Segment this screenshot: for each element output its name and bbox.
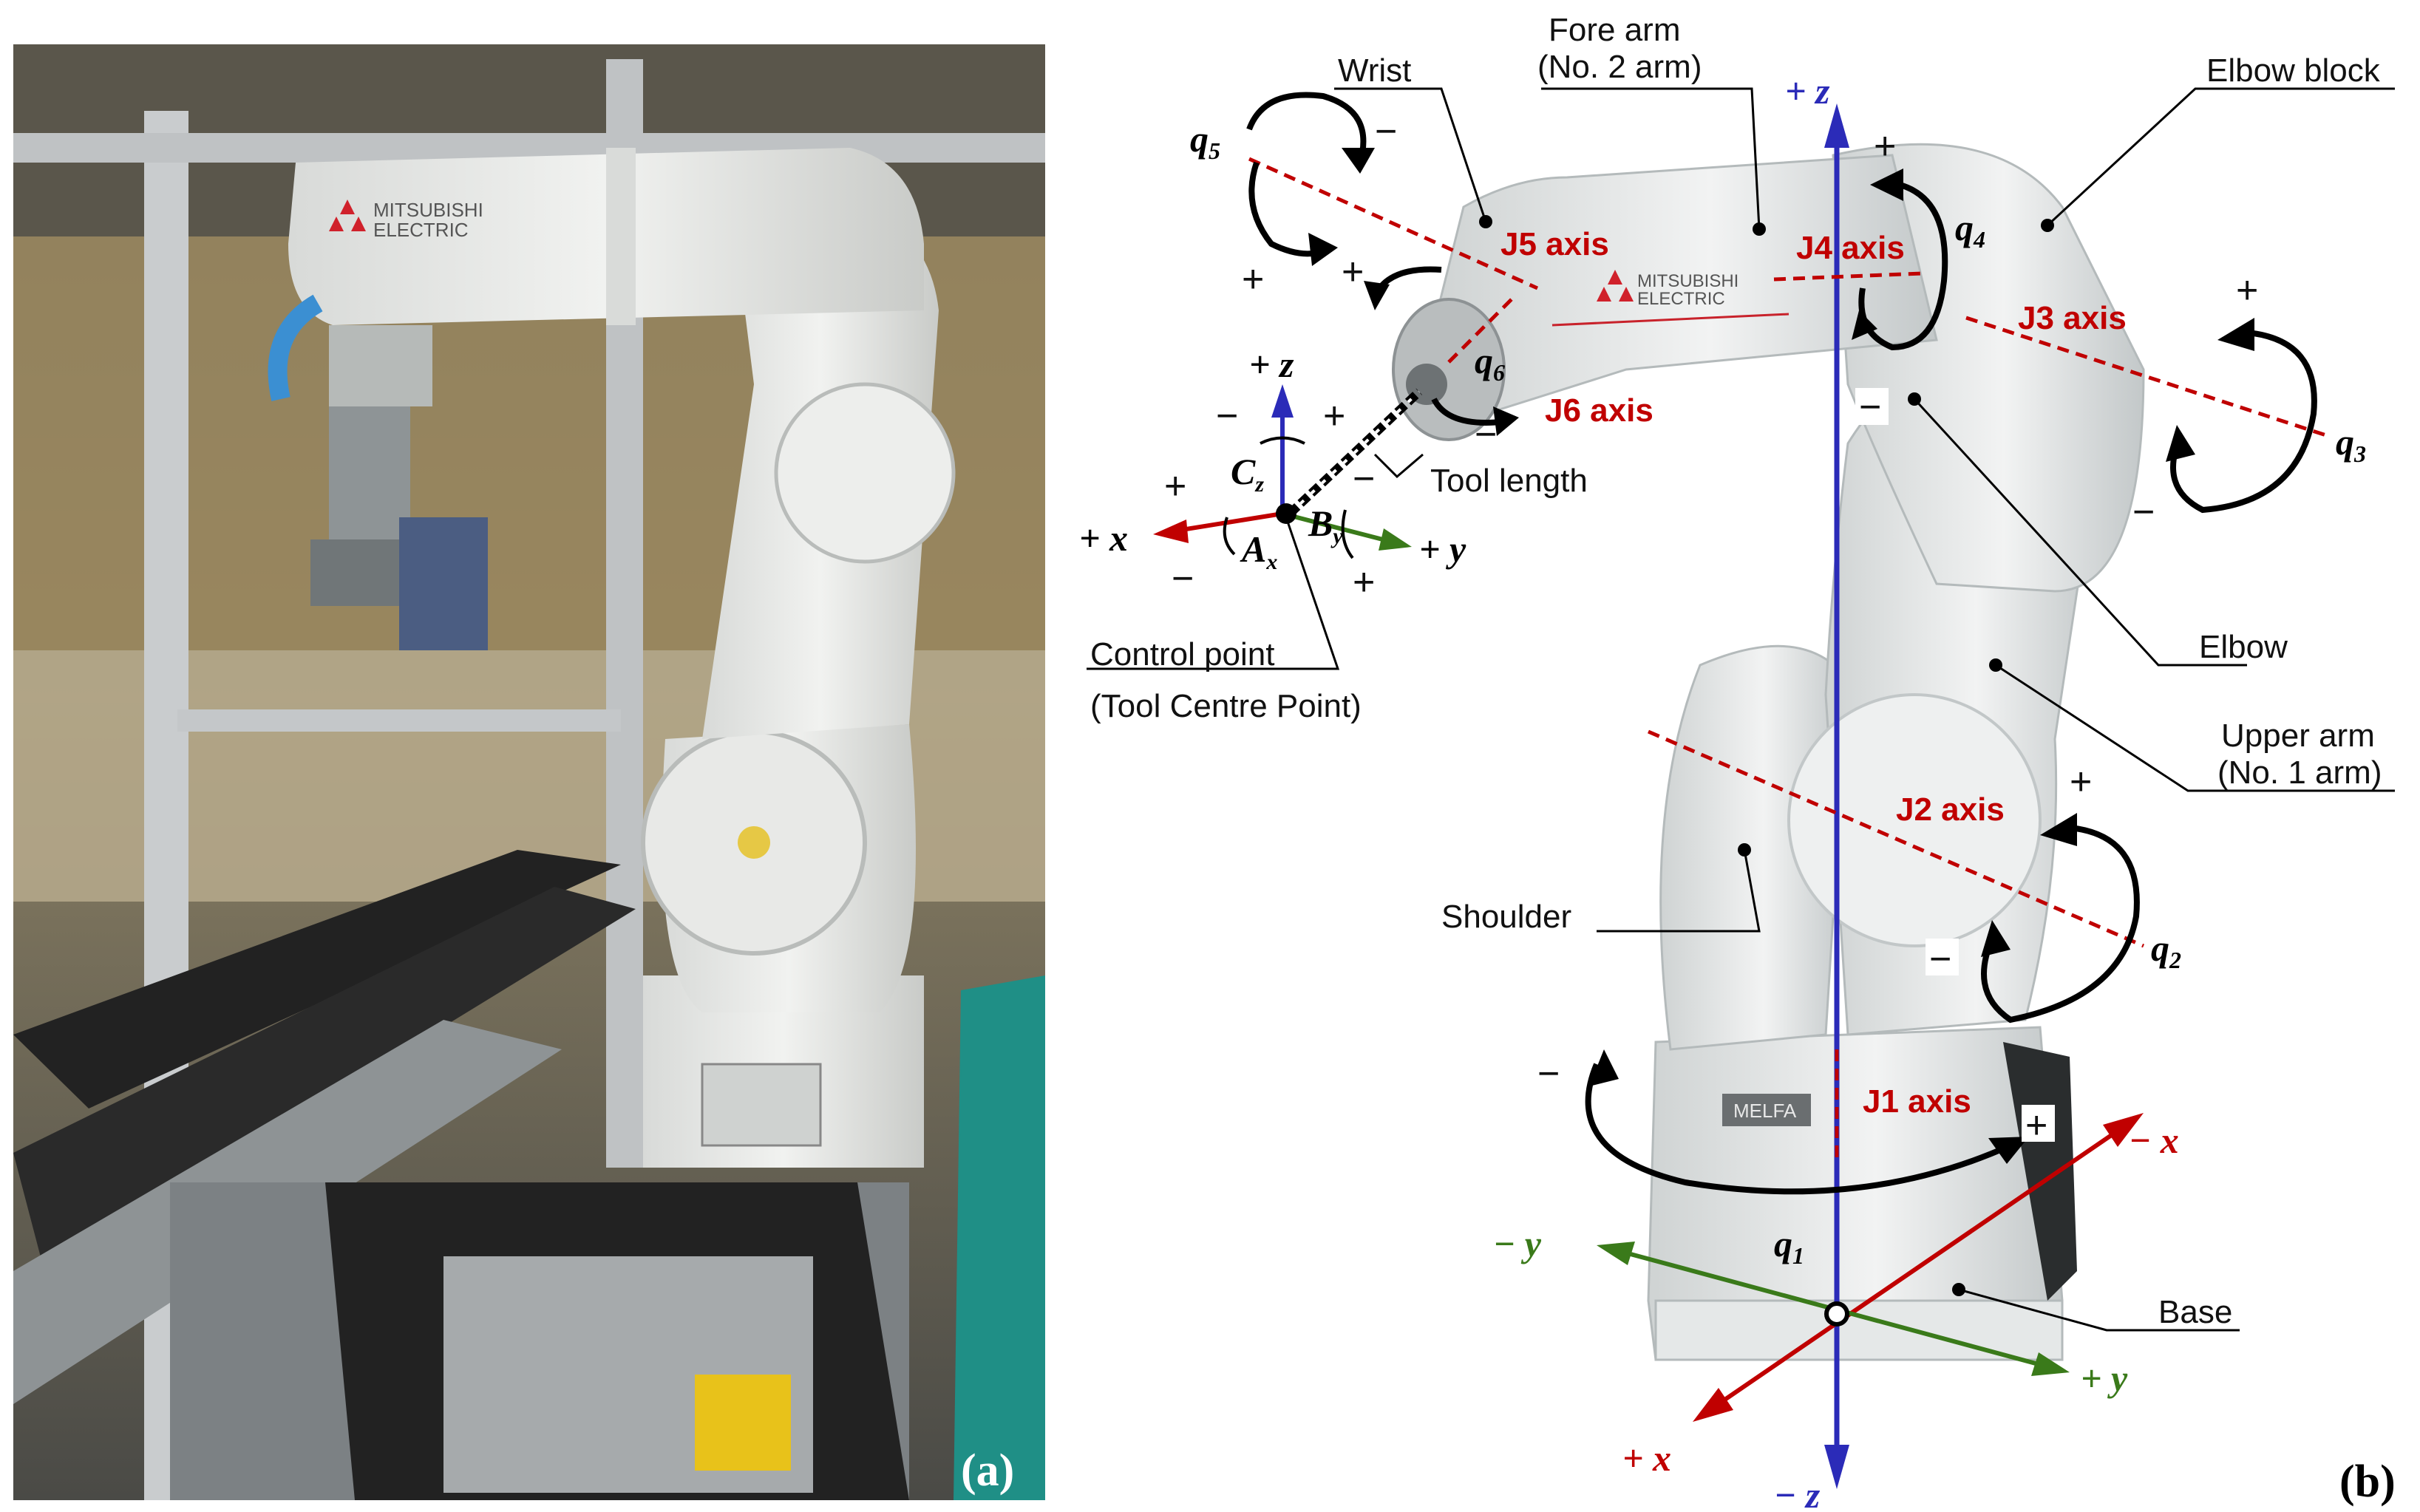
world-x-axis <box>1706 1121 2130 1414</box>
robot-shoulder <box>1659 644 1849 1051</box>
q2-rotation-arrow <box>1981 825 2140 1024</box>
tool-plus-z-label: + z <box>1249 344 1294 385</box>
q6-label: q6 <box>1475 340 1505 386</box>
fore-arm-sub-label: (No. 2 arm) <box>1537 49 1702 85</box>
q5-plus-sign: + <box>1242 258 1264 301</box>
j4-axis-line <box>1773 271 1923 282</box>
svg-text:ELECTRIC: ELECTRIC <box>1637 289 1725 309</box>
tool-cz-minus: − <box>1216 395 1238 437</box>
control-point-sub-label: (Tool Centre Point) <box>1090 688 1362 724</box>
q2-minus-sign: − <box>1929 938 1951 981</box>
mitsubishi-logo-photo: MITSUBISHI ELECTRIC <box>329 199 483 241</box>
q1-plus-sign: + <box>2025 1104 2047 1147</box>
q1-label: q1 <box>1774 1223 1804 1269</box>
wrist-label: Wrist <box>1338 52 1411 89</box>
panel-label-a: (a) <box>961 1445 1014 1496</box>
svg-text:MELFA: MELFA <box>1733 1100 1797 1122</box>
world-plus-x-label: + x <box>1622 1437 1671 1479</box>
tool-ax-minus: − <box>1172 557 1194 600</box>
tool-length-label: Tool length <box>1430 463 1588 499</box>
tool-by-minus: − <box>1353 457 1375 500</box>
svg-text:MITSUBISHI: MITSUBISHI <box>1637 271 1738 291</box>
upper-arm-sub-label: (No. 1 arm) <box>2217 755 2382 791</box>
panel-label-b: (b) <box>2339 1457 2396 1507</box>
tool-y-axis <box>1282 511 1398 545</box>
rotation-signs: − + + − + − + − − + + − <box>1242 110 2258 1147</box>
q3-plus-sign: + <box>2236 269 2258 312</box>
base-label: Base <box>2158 1294 2232 1330</box>
fore-arm-label: Fore arm <box>1549 12 1680 48</box>
q5-rotation-arrow <box>1246 92 1367 257</box>
q6-plus-sign: + <box>1342 251 1364 293</box>
tool-frame: + z + x + y Cz Ax By − + + − − + <box>1079 344 1466 604</box>
q6-minus-sign: − <box>1475 413 1497 456</box>
rotation-arrows <box>1246 92 2317 1195</box>
j5-axis-label: J5 axis <box>1500 226 1609 262</box>
q2-plus-sign: + <box>2070 760 2092 803</box>
tool-by-label: By <box>1308 503 1343 548</box>
j3-axis-label: J3 axis <box>2018 300 2127 336</box>
elbow-label: Elbow <box>2199 629 2288 665</box>
world-frame: + z − z − x + x − y + y <box>1493 70 2179 1512</box>
j3-axis-line <box>1965 316 2329 438</box>
upper-arm-label: Upper arm <box>2221 718 2375 754</box>
j2-axis-line <box>1648 729 2144 948</box>
svg-text:MITSUBISHI: MITSUBISHI <box>373 199 483 221</box>
world-plus-z-label: + z <box>1785 70 1830 112</box>
control-point-label: Control point <box>1090 636 1274 672</box>
leader-lines <box>1087 87 2395 1332</box>
j5-axis-line <box>1248 157 1539 290</box>
q4-minus-sign: − <box>1859 386 1881 429</box>
world-minus-x-label: − x <box>2129 1120 2179 1161</box>
photo-panel-a: MITSUBISHI ELECTRIC (a) <box>13 44 1045 1500</box>
part-labels: Fore arm (No. 2 arm) Wrist Elbow block E… <box>1090 12 2382 1330</box>
world-minus-z-label: − z <box>1774 1474 1821 1512</box>
q2-label: q2 <box>2151 927 2181 973</box>
q5-label: q5 <box>1190 118 1220 164</box>
tool-plus-y-label: + y <box>1419 528 1466 570</box>
tool-plus-x-label: + x <box>1079 517 1128 559</box>
joint-axes <box>1248 157 2329 1160</box>
j6-axis-line <box>1447 294 1517 364</box>
svg-text:ELECTRIC: ELECTRIC <box>373 219 469 241</box>
tool-cz-plus: + <box>1323 395 1345 437</box>
q4-label: q4 <box>1955 207 1985 253</box>
elbow-block-label: Elbow block <box>2206 52 2381 89</box>
joint-variable-labels: q1 q2 q3 q4 q5 q6 <box>1190 118 2366 1269</box>
world-minus-y-label: − y <box>1493 1223 1542 1264</box>
world-plus-y-label: + y <box>2081 1358 2128 1399</box>
q1-minus-sign: − <box>1537 1052 1560 1095</box>
q3-rotation-arrow <box>2170 330 2317 514</box>
mitsubishi-logo-diagram: MITSUBISHI ELECTRIC <box>1551 270 1789 327</box>
q4-plus-sign: + <box>1874 125 1896 168</box>
q5-minus-sign: − <box>1375 110 1397 153</box>
shoulder-label: Shoulder <box>1441 899 1571 935</box>
q1-rotation-arrow <box>1585 1063 2012 1195</box>
j2-axis-label: J2 axis <box>1896 791 2005 828</box>
melfa-badge: MELFA <box>1722 1094 1811 1126</box>
tool-by-plus: + <box>1353 561 1375 604</box>
tool-cz-label: Cz <box>1231 451 1264 497</box>
j6-axis-label: J6 axis <box>1545 392 1653 429</box>
robot-diagram-panel-b: MELFA MITSUBISHI ELECTRIC <box>1079 12 2396 1512</box>
j4-axis-label: J4 axis <box>1796 230 1905 266</box>
tool-ax-plus: + <box>1164 465 1186 508</box>
leader-dots <box>1479 215 2054 1296</box>
tool-ax-label: Ax <box>1240 528 1277 574</box>
j1-axis-label: J1 axis <box>1863 1083 1971 1120</box>
q3-label: q3 <box>2336 421 2366 467</box>
q3-minus-sign: − <box>2132 491 2155 534</box>
